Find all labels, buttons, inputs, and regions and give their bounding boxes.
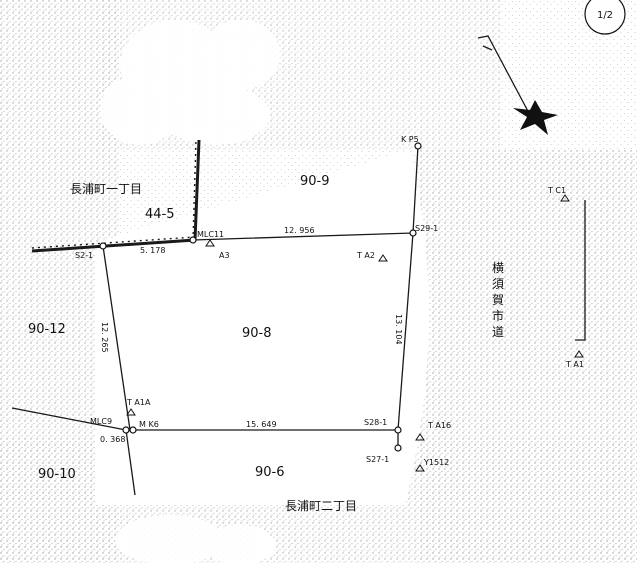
control-label-ta1: T A1 <box>565 360 584 369</box>
distance-label-12265: 12. 265 <box>100 322 109 353</box>
parcel-label-90-8: 90-8 <box>242 326 272 341</box>
point-marker-s2-1 <box>99 242 107 250</box>
point-marker-mlc11 <box>189 236 197 244</box>
control-label-y1512: Y1512 <box>423 458 449 467</box>
point-label-s28-1: S28-1 <box>364 418 387 427</box>
control-label-tc1: T C1 <box>547 186 566 195</box>
point-marker-s28-1 <box>394 426 402 434</box>
control-label-ta1a: T A1A <box>126 398 151 407</box>
point-marker-mlc9 <box>122 426 130 434</box>
parcel-label-44-5: 44-5 <box>145 207 175 222</box>
parcel-boundary-90-8 <box>102 232 414 431</box>
triangle-marker-tc1 <box>560 194 570 202</box>
triangle-marker-ta1a <box>126 408 136 416</box>
parcel-label-90-10: 90-10 <box>38 467 76 482</box>
map-texture-right <box>420 150 637 563</box>
distance-label-15649: 15. 649 <box>246 420 277 429</box>
control-label-a3: A3 <box>219 251 230 260</box>
point-marker-s27-1 <box>394 444 402 452</box>
distance-label-5178: 5. 178 <box>140 246 165 255</box>
north-arrow-icon <box>477 35 558 135</box>
road-edge-line <box>575 200 586 341</box>
point-label-s29-1: S29-1 <box>415 224 438 233</box>
point-marker-kp5 <box>414 142 422 150</box>
triangle-marker-y1512 <box>415 464 425 472</box>
road-label-char: 横 <box>492 261 504 275</box>
control-label-ta16: T A16 <box>427 421 451 430</box>
distance-label-13104: 13. 104 <box>394 314 403 345</box>
clear-area <box>95 150 429 505</box>
road-label: 横 須 賀 市 道 <box>492 261 504 339</box>
point-label-s2-1: S2-1 <box>75 251 93 260</box>
parcel-label-90-9: 90-9 <box>300 174 330 189</box>
road-label-char: 道 <box>492 325 504 339</box>
control-label-ta2: T A2 <box>356 251 375 260</box>
boundary-left-2 <box>125 429 136 496</box>
boundary-s29-kp5 <box>412 145 419 234</box>
point-label-kp5: K P5 <box>401 135 419 144</box>
point-marker-mk6 <box>129 426 137 434</box>
triangle-marker-ta1 <box>574 350 584 358</box>
page-indicator: 1/2 <box>584 0 626 35</box>
boundary-left-1 <box>11 407 127 431</box>
crest-watermark-top <box>100 20 280 145</box>
railway-line-vertical <box>193 139 201 241</box>
triangle-marker-ta2 <box>378 254 388 262</box>
road-label-char: 市 <box>492 308 504 323</box>
crest-watermark-bottom <box>115 515 275 563</box>
point-label-mk6: M K6 <box>139 420 159 429</box>
point-label-s27-1: S27-1 <box>366 455 389 464</box>
distance-label-12956: 12. 956 <box>284 226 315 235</box>
page-indicator-text: 1/2 <box>597 10 613 21</box>
point-label-mlc9: MLC9 <box>90 417 112 426</box>
road-label-char: 賀 <box>492 293 504 307</box>
road-label-char: 須 <box>492 277 504 291</box>
parcel-label-90-6: 90-6 <box>255 465 285 480</box>
area-label-town-1: 長浦町一丁目 <box>70 182 142 196</box>
triangle-marker-a3 <box>205 239 215 247</box>
distance-label-0368: 0. 368 <box>100 435 125 444</box>
area-label-town-2: 長浦町二丁目 <box>285 499 357 513</box>
point-label-mlc11: MLC11 <box>197 230 224 239</box>
parcel-label-90-12: 90-12 <box>28 322 66 337</box>
triangle-marker-ta16 <box>415 433 425 441</box>
point-marker-s29-1 <box>409 229 417 237</box>
boundary-left-3 <box>59 245 104 251</box>
